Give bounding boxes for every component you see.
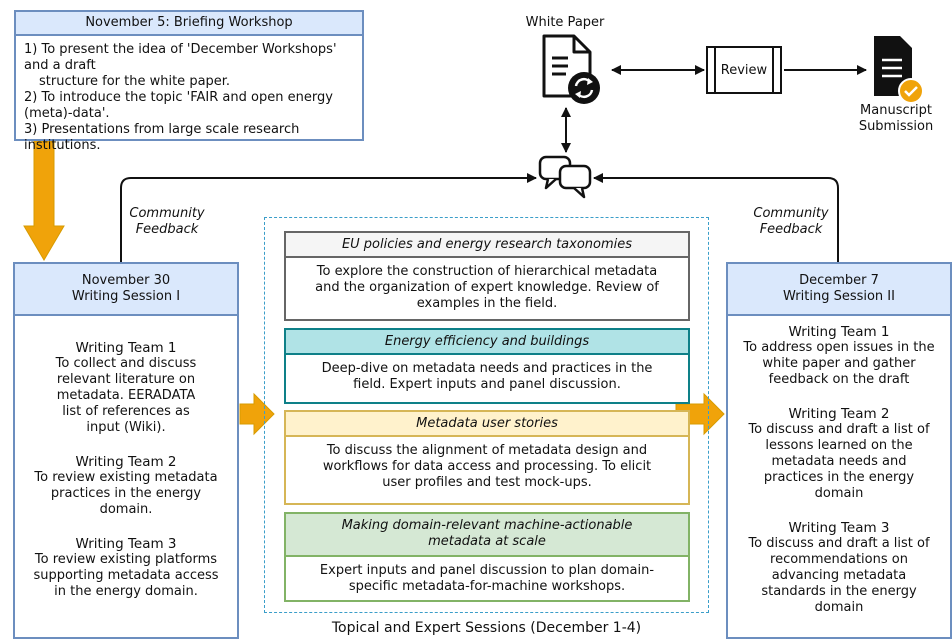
- review-label: Review: [720, 62, 768, 78]
- team-line: input (Wiki).: [86, 420, 166, 435]
- community-feedback-right-label: Community Feedback: [736, 206, 846, 238]
- session1-date: November 30: [81, 273, 171, 288]
- team-title: Writing Team 2: [788, 406, 890, 422]
- topic-machine-actionable: Making domain-relevant machine-actionabl…: [284, 512, 690, 602]
- team-title: Writing Team 2: [75, 454, 177, 470]
- session2-team-3: Writing Team 3 To discuss and draft a li…: [728, 520, 950, 616]
- topic-line: To discuss the alignment of metadata des…: [326, 443, 648, 458]
- topical-sessions-frame: [264, 217, 709, 613]
- manuscript-submission-label: Manuscript Submission: [846, 103, 946, 135]
- review-process-icon: Review: [706, 46, 782, 94]
- manuscript-label-line1: Manuscript: [860, 103, 932, 118]
- topic-description: Deep-dive on metadata needs and practice…: [286, 355, 688, 399]
- topic-line: Expert inputs and panel discussion to pl…: [319, 563, 655, 578]
- team-line: To discuss and draft a list of: [748, 536, 930, 551]
- writing-session-2-box: December 7 Writing Session II Writing Te…: [726, 262, 952, 639]
- topic-line: user profiles and test mock-ups.: [382, 475, 592, 490]
- manuscript-label-line2: Submission: [858, 119, 934, 134]
- session1-team-2: Writing Team 2 To review existing metada…: [15, 454, 237, 518]
- team-line: To review existing metadata: [34, 470, 218, 485]
- topic-eu-policies: EU policies and energy research taxonomi…: [284, 231, 690, 321]
- team-line: domain: [814, 600, 864, 615]
- topic-description: Expert inputs and panel discussion to pl…: [286, 557, 688, 601]
- session1-team-1: Writing Team 1 To collect and discuss re…: [15, 340, 237, 436]
- team-title: Writing Team 1: [788, 324, 890, 340]
- team-line: feedback on the draft: [768, 372, 910, 387]
- team-line: advancing metadata: [771, 568, 907, 583]
- team-line: relevant literature on: [56, 372, 196, 387]
- topic-line: Deep-dive on metadata needs and practice…: [321, 361, 653, 376]
- team-line: standards in the energy: [761, 584, 917, 599]
- session1-team-3: Writing Team 3 To review existing platfo…: [15, 536, 237, 600]
- briefing-title: November 5: Briefing Workshop: [16, 12, 362, 36]
- session2-date: December 7: [799, 273, 879, 288]
- topical-sessions-caption: Topical and Expert Sessions (December 1-…: [331, 620, 642, 636]
- topic-line: To explore the construction of hierarchi…: [316, 264, 658, 279]
- topic-energy-efficiency: Energy efficiency and buildings Deep-div…: [284, 328, 690, 404]
- team-line: lessons learned on the: [765, 438, 913, 453]
- team-line: To review existing platforms: [34, 552, 218, 567]
- team-title: Writing Team 3: [75, 536, 177, 552]
- submitted-document-icon: [874, 36, 912, 96]
- team-line: white paper and gather: [762, 356, 916, 371]
- team-line: domain.: [99, 502, 153, 517]
- briefing-goal: 1) To present the idea of 'December Work…: [24, 42, 337, 73]
- team-line: in the energy domain.: [54, 584, 198, 599]
- feedback-right-line1: Community: [753, 206, 829, 221]
- document-icon: [542, 34, 592, 98]
- briefing-goal: structure for the white paper.: [39, 74, 231, 89]
- session2-header: December 7 Writing Session II: [728, 264, 950, 316]
- session2-team-1: Writing Team 1 To address open issues in…: [728, 324, 950, 388]
- team-line: practices in the energy: [50, 486, 202, 501]
- session1-title: Writing Session I: [71, 289, 181, 304]
- topic-description: To explore the construction of hierarchi…: [286, 258, 688, 318]
- team-line: practices in the energy: [763, 470, 915, 485]
- topic-title-line: metadata at scale: [428, 534, 546, 549]
- feedback-left-line2: Feedback: [135, 222, 199, 237]
- team-title: Writing Team 3: [788, 520, 890, 536]
- feedback-right-line2: Feedback: [759, 222, 823, 237]
- session2-team-2: Writing Team 2 To discuss and draft a li…: [728, 406, 950, 502]
- feedback-left-line1: Community: [129, 206, 205, 221]
- topic-user-stories: Metadata user stories To discuss the ali…: [284, 410, 690, 505]
- team-line: metadata. EERADATA: [56, 388, 196, 403]
- topic-description: To discuss the alignment of metadata des…: [286, 437, 688, 497]
- topic-title: Making domain-relevant machine-actionabl…: [286, 514, 688, 557]
- topic-title: Metadata user stories: [286, 412, 688, 437]
- topic-line: field. Expert inputs and panel discussio…: [353, 377, 621, 392]
- topic-title-line: Making domain-relevant machine-actionabl…: [341, 518, 633, 533]
- team-line: supporting metadata access: [33, 568, 219, 583]
- topic-title: Energy efficiency and buildings: [286, 330, 688, 355]
- team-line: domain: [814, 486, 864, 501]
- team-line: To discuss and draft a list of: [748, 422, 930, 437]
- community-feedback-left-label: Community Feedback: [112, 206, 222, 238]
- briefing-goal: 2) To introduce the topic 'FAIR and open…: [24, 90, 333, 121]
- sync-icon: [568, 72, 600, 104]
- chat-bubbles-icon: [538, 155, 592, 199]
- topic-line: examples in the field.: [416, 296, 558, 311]
- team-line: metadata needs and: [771, 454, 907, 469]
- session2-title: Writing Session II: [783, 289, 895, 304]
- team-line: To address open issues in the: [743, 340, 935, 355]
- writing-session-1-box: November 30 Writing Session I Writing Te…: [13, 262, 239, 639]
- topic-line: and the organization of expert knowledge…: [315, 280, 659, 295]
- check-badge-icon: [898, 78, 924, 104]
- briefing-workshop-box: November 5: Briefing Workshop 1) To pres…: [14, 10, 364, 153]
- topic-title: EU policies and energy research taxonomi…: [286, 233, 688, 258]
- topic-line: workflows for data access and processing…: [322, 459, 652, 474]
- team-title: Writing Team 1: [75, 340, 177, 356]
- team-line: list of references as: [62, 404, 190, 419]
- team-line: recommendations on: [770, 552, 908, 567]
- team-line: To collect and discuss: [55, 356, 197, 371]
- briefing-goals-list: 1) To present the idea of 'December Work…: [16, 36, 362, 154]
- briefing-goal: 3) Presentations from large scale resear…: [24, 122, 300, 153]
- session1-header: November 30 Writing Session I: [15, 264, 237, 316]
- topic-line: specific metadata-for-machine workshops.: [348, 579, 626, 594]
- white-paper-label: White Paper: [525, 15, 605, 30]
- briefing-to-session1-arrow: [23, 140, 65, 261]
